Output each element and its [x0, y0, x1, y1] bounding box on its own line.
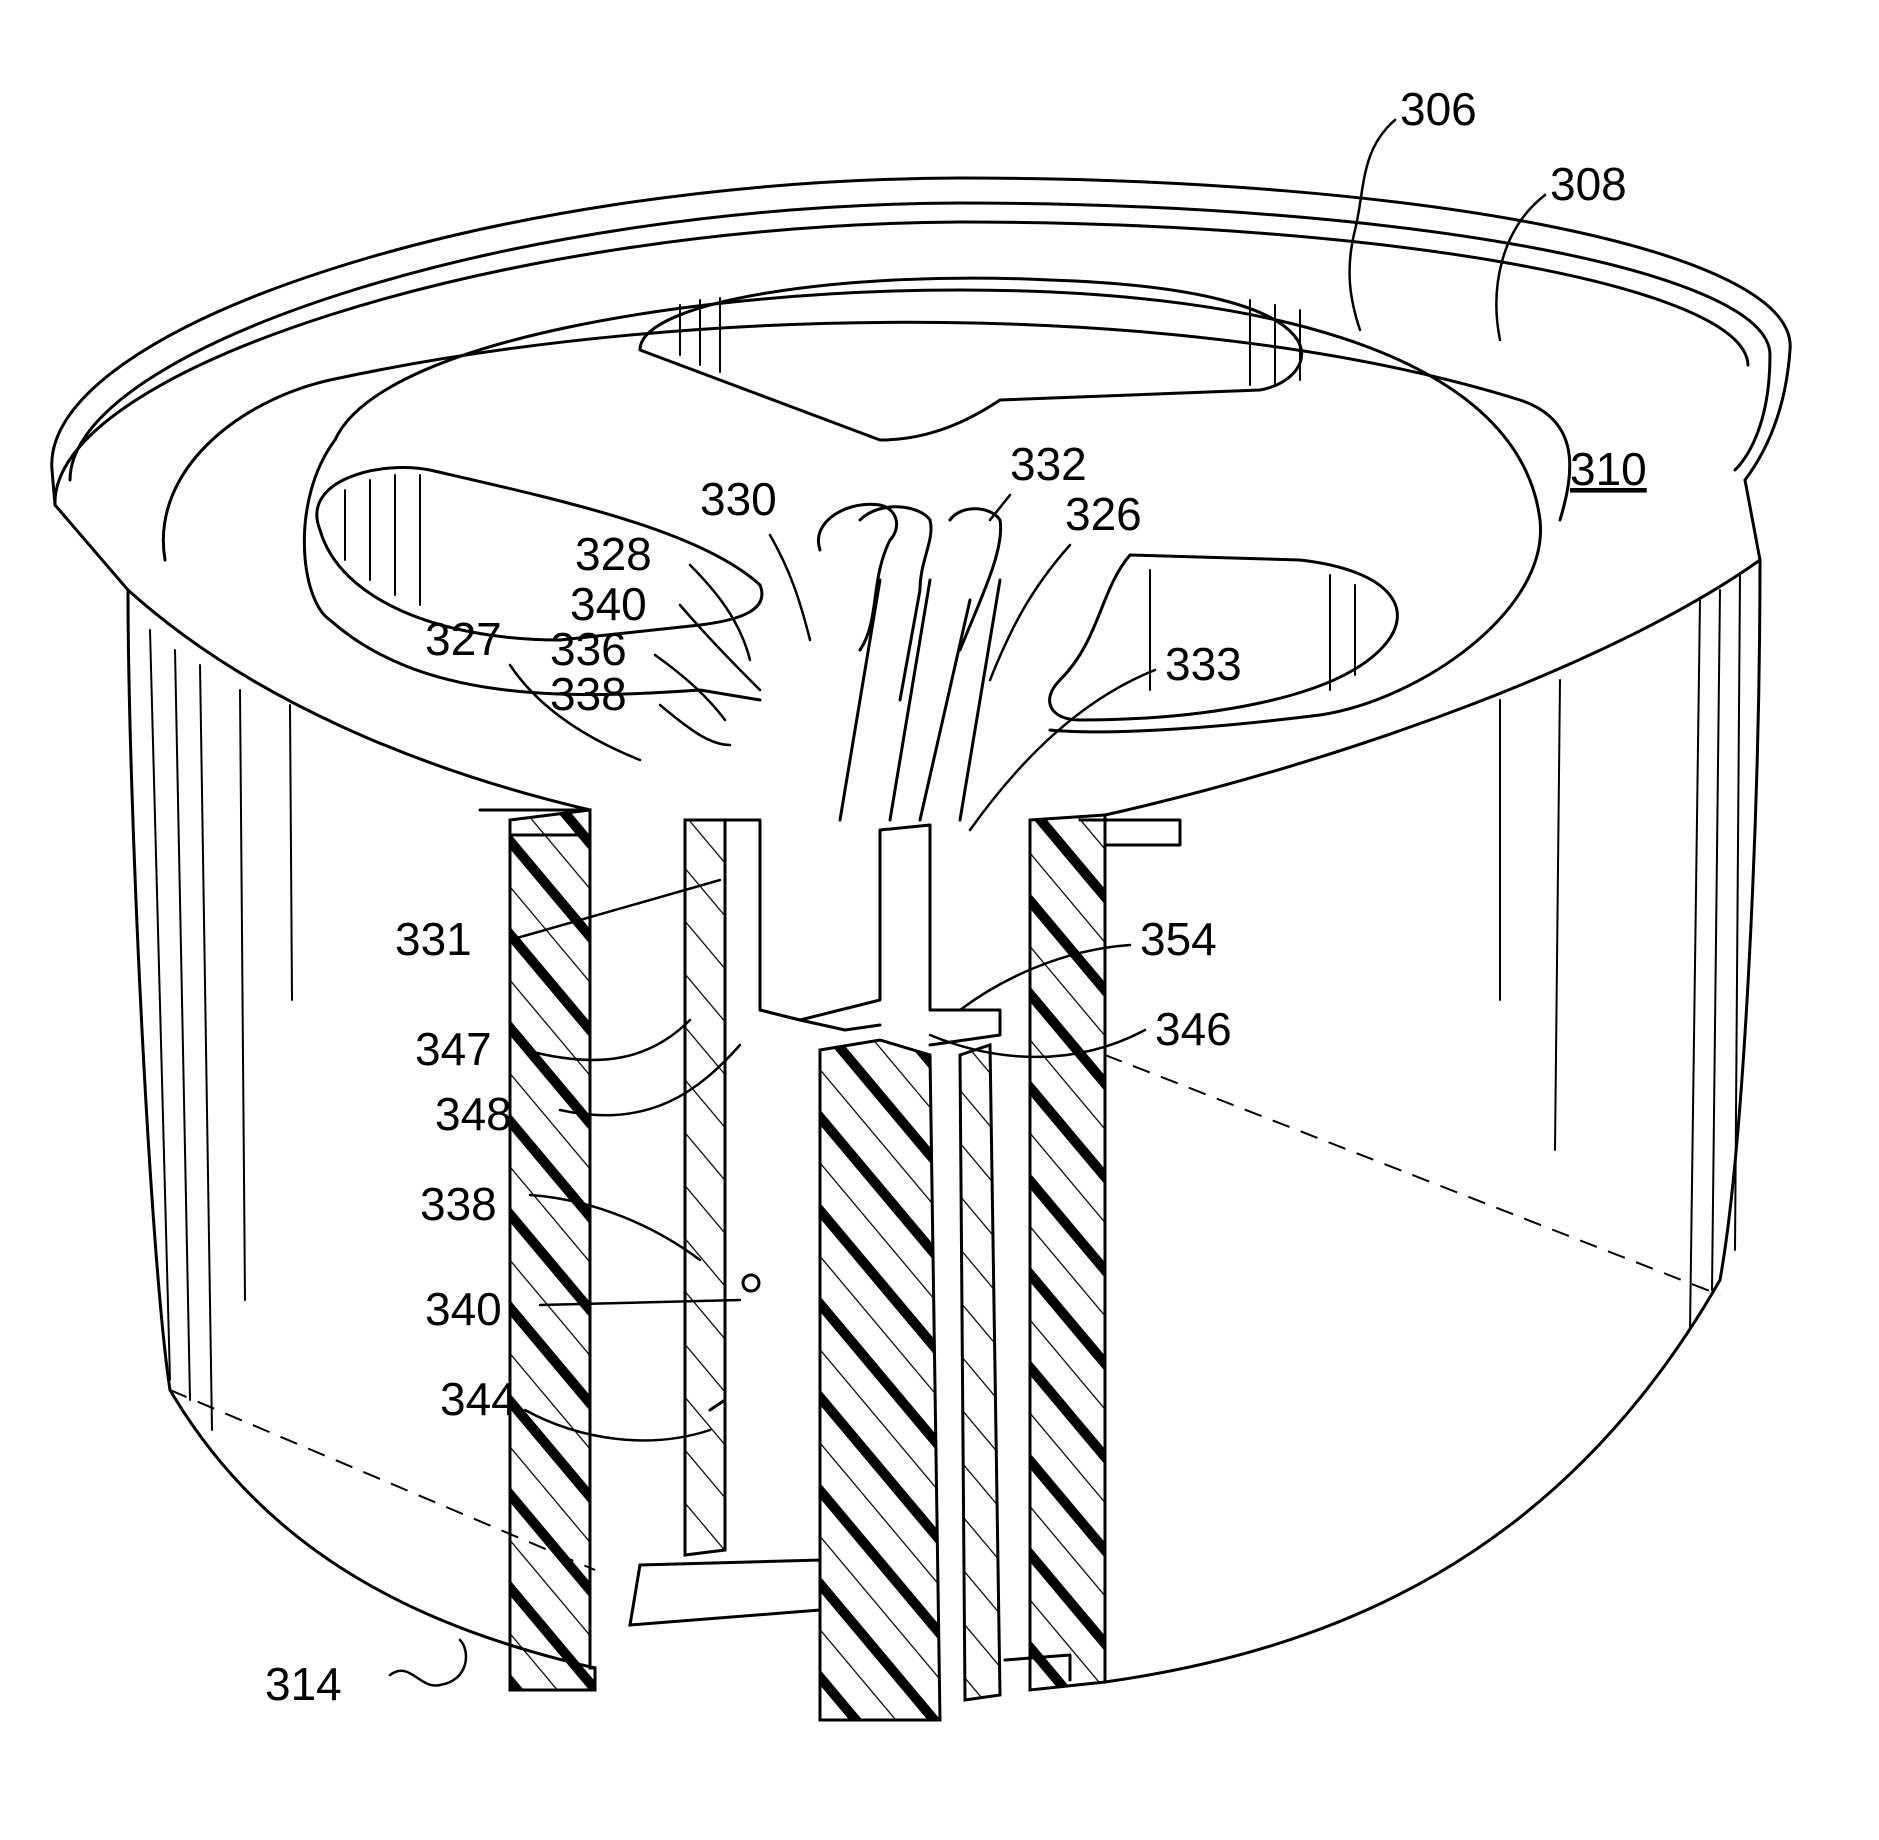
cut-top-left	[128, 590, 590, 810]
inner-wall-ring	[163, 322, 1569, 560]
reference-labels: 306 308 310 332 330 326 328 340 327 336 …	[265, 83, 1647, 1710]
label-306: 306	[1400, 83, 1477, 135]
leader-330	[770, 535, 810, 640]
label-310: 310	[1570, 443, 1647, 495]
label-328: 328	[575, 528, 652, 580]
leader-333	[970, 670, 1155, 830]
label-338-top: 338	[550, 668, 627, 720]
leader-340-top	[680, 605, 760, 690]
rim-inner-edge	[70, 203, 1770, 480]
interior-platform	[163, 278, 1569, 820]
left-hole	[317, 468, 762, 641]
plate-left-edge	[304, 440, 760, 700]
section-left-thin-wall	[685, 820, 725, 1555]
cross-section	[480, 810, 1180, 1720]
label-348: 348	[435, 1088, 512, 1140]
section-center-post	[820, 1040, 940, 1720]
rim-lip	[55, 222, 1748, 505]
section-right-inner	[960, 1045, 1000, 1700]
section-left-wall	[510, 810, 595, 1690]
left-wall	[128, 590, 170, 1390]
label-327: 327	[425, 613, 502, 665]
leader-314	[390, 1640, 466, 1686]
section-right-wall	[1030, 815, 1105, 1690]
label-354: 354	[1140, 913, 1217, 965]
left-hole-shading	[345, 475, 420, 605]
label-326: 326	[1065, 488, 1142, 540]
leader-338-top	[660, 705, 730, 745]
label-346: 346	[1155, 1003, 1232, 1055]
bottom-edge-right	[1105, 1280, 1720, 1682]
label-338-bottom: 338	[420, 1178, 497, 1230]
label-331: 331	[395, 913, 472, 965]
leader-328	[690, 565, 750, 660]
contact-leads	[818, 504, 1000, 820]
leader-326	[990, 545, 1070, 680]
section-bottom-shelf	[630, 1560, 820, 1625]
label-347: 347	[415, 1023, 492, 1075]
leader-332	[990, 495, 1010, 520]
label-333: 333	[1165, 638, 1242, 690]
label-314: 314	[265, 1658, 342, 1710]
label-344: 344	[440, 1373, 517, 1425]
detent	[743, 1275, 759, 1291]
label-340-bottom: 340	[425, 1283, 502, 1335]
label-330: 330	[700, 473, 777, 525]
rim-left-drop	[52, 470, 128, 590]
rim-right-drop	[1745, 480, 1760, 560]
label-308: 308	[1550, 158, 1627, 210]
hidden-line-right	[1105, 1055, 1720, 1295]
label-332: 332	[1010, 438, 1087, 490]
top-hole-shading	[680, 298, 1300, 385]
cavity-floor	[760, 1010, 880, 1030]
